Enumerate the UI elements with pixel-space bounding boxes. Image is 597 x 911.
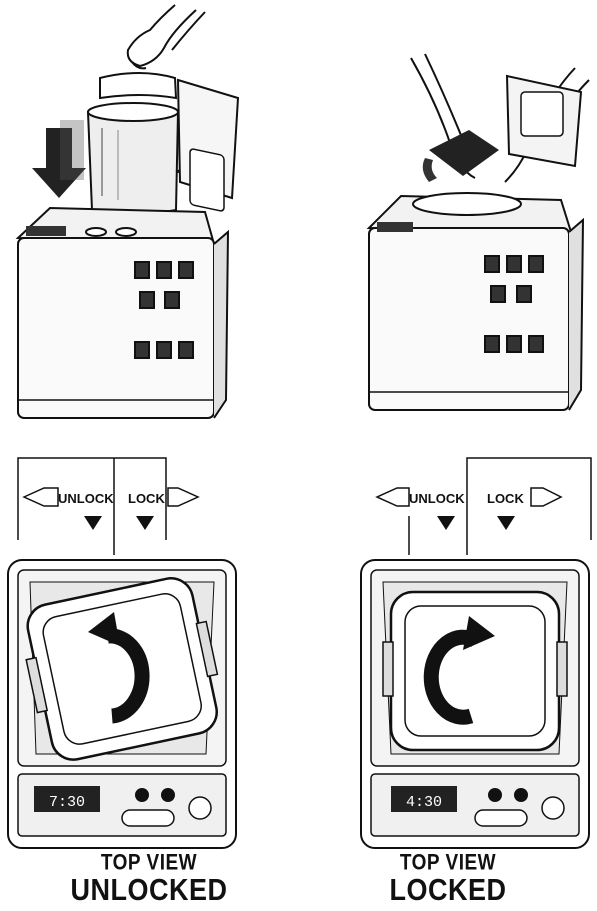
callout-lines — [17, 457, 167, 555]
top-view-icon — [360, 559, 590, 849]
unlocked-illustration: UNLOCK LOCK 7:30 — [7, 4, 240, 849]
unlocked-panel: UNLOCK LOCK 7:30 — [0, 0, 298, 911]
lock-arrow-icon — [530, 487, 563, 507]
rotate-arrow-icon — [88, 612, 150, 724]
unlock-label: UNLOCK — [58, 491, 114, 506]
unlock-arrow-icon — [375, 487, 410, 507]
pointer-triangle-icon — [437, 516, 455, 530]
down-arrow-icon — [32, 120, 86, 198]
lid-window — [520, 91, 564, 137]
locked-illustration: UNLOCK LOCK 4:30 — [360, 53, 592, 849]
display-readout: 7:30 — [49, 794, 85, 811]
rotate-arrow-icon — [422, 158, 437, 182]
pointer-triangle-icon — [497, 516, 515, 530]
lock-label: LOCK — [128, 491, 165, 506]
hand-icon — [126, 4, 206, 70]
unlock-arrow-icon — [22, 487, 59, 507]
caption-top-view: TOP VIEW — [100, 851, 198, 876]
display-readout: 4:30 — [406, 794, 442, 811]
top-view-icon — [7, 559, 237, 849]
bread-maker-icon — [15, 206, 230, 419]
rotate-arrow-icon — [423, 616, 495, 725]
bread-maker-icon — [366, 192, 585, 411]
caption-locked: LOCKED — [389, 873, 507, 907]
lock-label: LOCK — [487, 491, 524, 506]
lid-window — [189, 148, 225, 212]
locked-panel: UNLOCK LOCK 4:30 TOP VIEW — [299, 0, 597, 911]
caption-top-view: TOP VIEW — [399, 851, 497, 876]
bread-pan-icon — [86, 72, 192, 215]
pointer-triangle-icon — [84, 516, 102, 530]
pointer-triangle-icon — [136, 516, 154, 530]
unlock-label: UNLOCK — [409, 491, 465, 506]
caption-unlocked: UNLOCKED — [70, 873, 228, 907]
lock-arrow-icon — [167, 487, 200, 507]
bread-pan-icon — [429, 130, 499, 176]
callout-lines — [408, 457, 592, 555]
